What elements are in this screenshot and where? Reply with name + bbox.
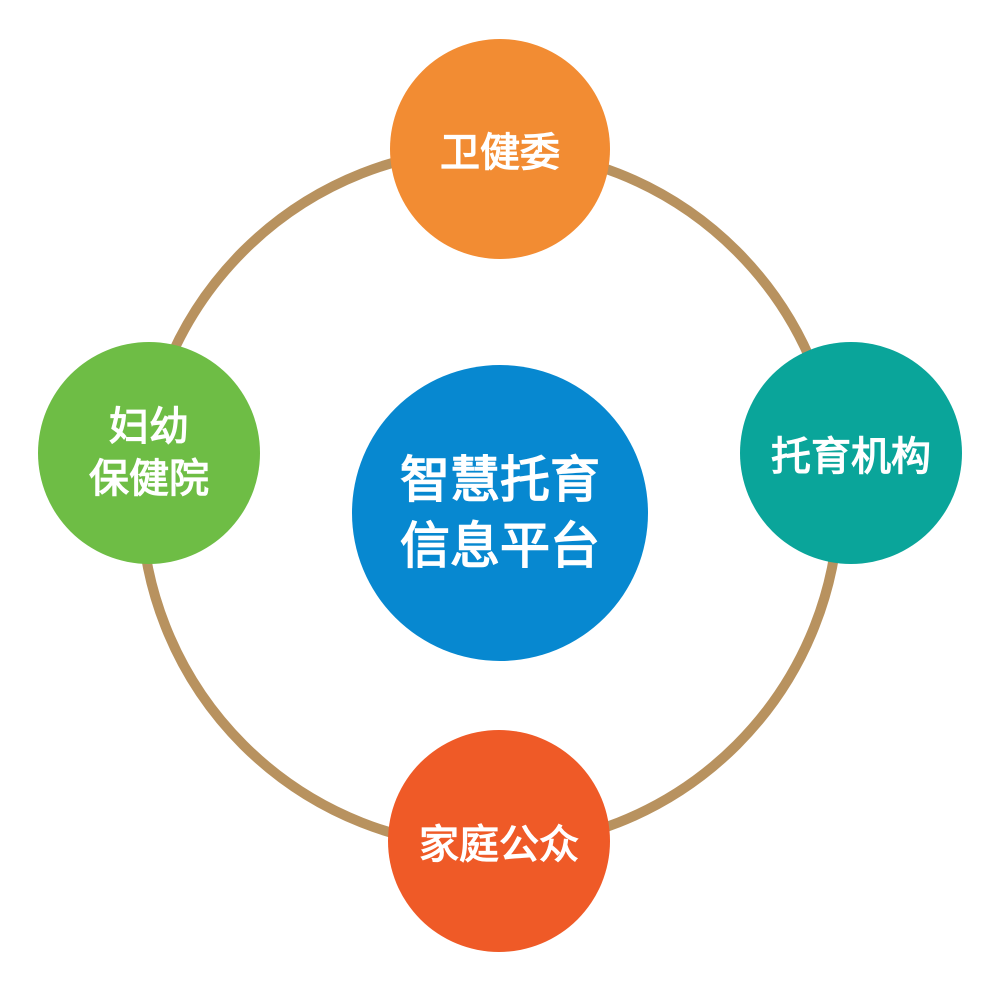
node-families-public: 家庭公众 xyxy=(388,730,610,952)
node-label: 托育机构 xyxy=(771,434,931,480)
node-label: 家庭公众 xyxy=(419,822,579,868)
node-maternal-child-hospital: 妇幼 保健院 xyxy=(38,342,260,564)
node-health-commission: 卫健委 xyxy=(390,39,610,259)
center-label-line-1: 智慧托育 xyxy=(400,451,600,509)
node-label-line-2: 保健院 xyxy=(89,456,209,502)
node-label: 卫健委 xyxy=(440,130,560,176)
center-label-line-2: 信息平台 xyxy=(400,517,600,575)
node-childcare-institution: 托育机构 xyxy=(740,342,962,564)
node-label-line-1: 妇幼 xyxy=(109,404,189,450)
node-platform-center: 智慧托育 信息平台 xyxy=(352,365,648,661)
